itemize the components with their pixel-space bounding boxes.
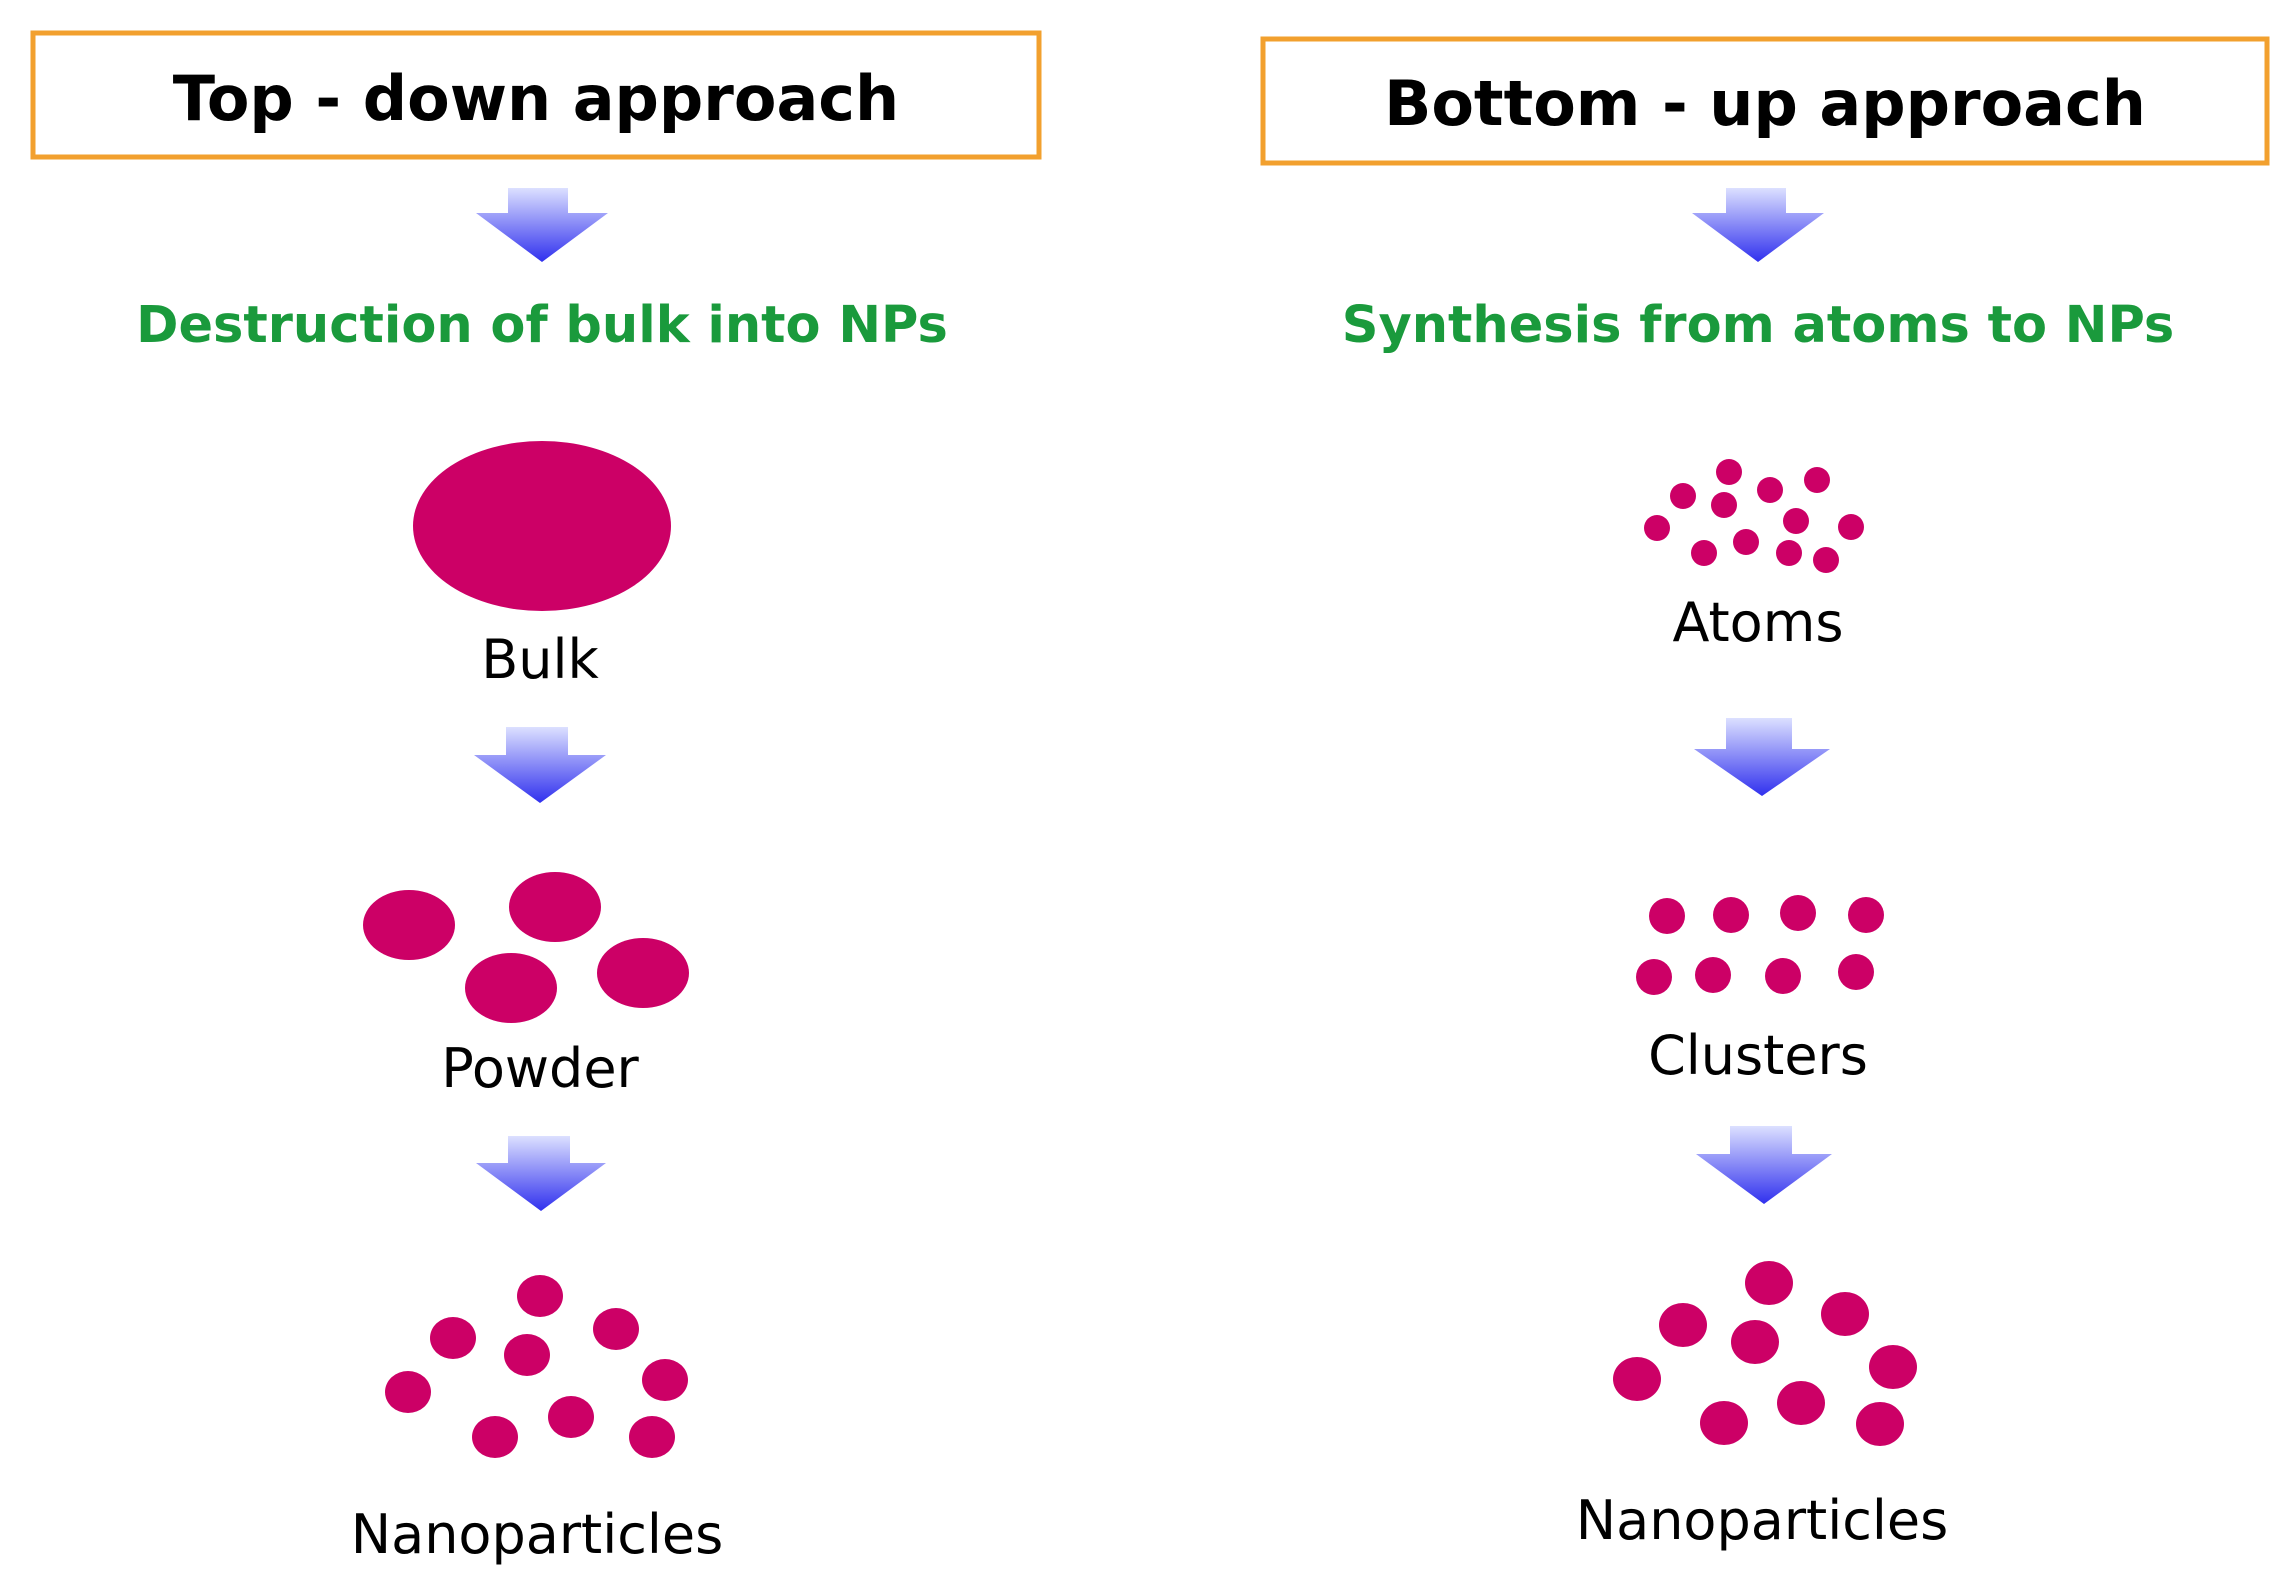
top-down-heading-box xyxy=(30,30,1042,160)
top-down-heading: Top - down approach xyxy=(173,62,899,135)
stage-label-nanoparticles-right: Nanoparticles xyxy=(1576,1489,1949,1552)
atom-dots-icon xyxy=(1644,459,1864,573)
down-arrow-icon xyxy=(476,1136,606,1211)
bottom-up-column: Bottom - up approach Synthesis from atom… xyxy=(1260,36,2270,1552)
stage-label-clusters: Clusters xyxy=(1648,1024,1868,1087)
bulk-ellipse-icon xyxy=(413,441,671,611)
bottom-up-subtitle: Synthesis from atoms to NPs xyxy=(1342,296,2175,355)
down-arrow-icon xyxy=(474,727,606,803)
down-arrow-icon xyxy=(1692,188,1824,262)
stage-label-bulk: Bulk xyxy=(481,628,599,691)
nanoparticle-dots-icon xyxy=(385,1275,688,1458)
bottom-up-heading-box xyxy=(1260,36,2270,166)
cluster-dots-icon xyxy=(1636,895,1884,995)
stage-label-atoms: Atoms xyxy=(1673,591,1844,654)
down-arrow-icon xyxy=(476,188,608,262)
stage-label-powder: Powder xyxy=(441,1037,639,1100)
down-arrow-icon xyxy=(1696,1126,1832,1204)
down-arrow-icon xyxy=(1694,718,1830,796)
powder-particles-icon xyxy=(363,872,689,1023)
nanoparticle-dots-icon xyxy=(1613,1261,1917,1446)
top-down-subtitle: Destruction of bulk into NPs xyxy=(136,296,948,355)
stage-label-nanoparticles-left: Nanoparticles xyxy=(351,1503,724,1566)
bottom-up-heading: Bottom - up approach xyxy=(1384,67,2146,140)
top-down-column: Top - down approach Destruction of bulk … xyxy=(30,30,1042,1566)
